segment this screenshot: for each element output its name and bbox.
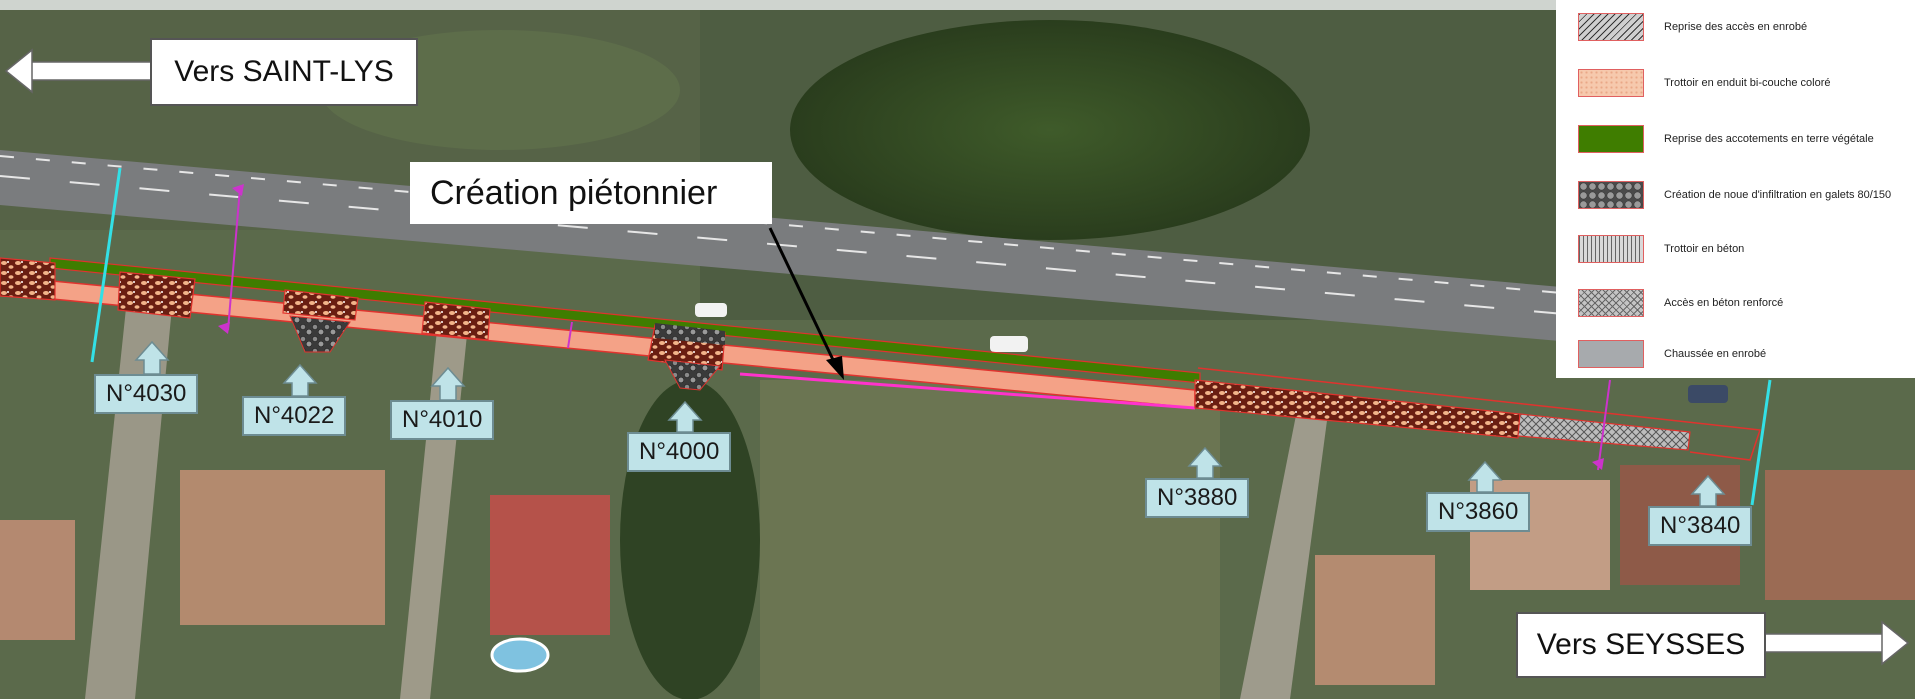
car [1688,385,1728,403]
network-marker [232,184,244,196]
direction-label-seysses: Vers SEYSSES [1516,612,1766,678]
access-gravel [421,301,491,341]
swale-pebbles [664,359,721,391]
field-lower [760,380,1220,699]
legend-item: Accès en béton renforcé [1578,288,1783,318]
pool [490,637,550,673]
legend-swatch-vertical-lines [1578,235,1644,263]
access-gravel [0,257,56,301]
car [695,303,727,317]
house-roof [180,470,385,625]
side-road [1240,395,1330,699]
legend-item: Reprise des accotements en terre végétal… [1578,124,1874,154]
tree-mass [790,20,1310,240]
house-number-label: N°4022 [242,396,347,436]
legend-label: Trottoir en enduit bi-couche coloré [1664,77,1831,89]
legend-swatch-pebbles [1578,181,1644,209]
legend-label: Reprise des accotements en terre végétal… [1664,133,1874,145]
legend-item: Trottoir en enduit bi-couche coloré [1578,68,1831,98]
network-marker [218,322,230,334]
swale-pebbles [289,315,351,353]
access-gravel [282,289,359,321]
legend-swatch-hatch [1578,13,1644,41]
network-marker [1592,458,1604,470]
legend-label: Reprise des accès en enrobé [1664,21,1808,33]
legend-panel: Reprise des accès en enrobé Trottoir en … [1556,0,1915,378]
house-number-label: N°4030 [94,374,199,414]
arrow-right-icon [1764,620,1910,666]
access-gravel [1194,379,1521,439]
swale-pebbles [655,323,725,345]
access-gravel [117,271,196,319]
house-number-label: N°4000 [627,432,732,472]
legend-swatch-crosshatch [1578,289,1644,317]
gully-line [739,372,1196,410]
legend-item: Reprise des accès en enrobé [1578,12,1807,42]
legend-item: Trottoir en béton [1578,234,1744,264]
house-roof [1765,470,1915,600]
house-number-label: N°3880 [1145,478,1250,518]
direction-label-saint-lys: Vers SAINT-LYS [150,38,418,106]
legend-label: Trottoir en béton [1664,243,1745,255]
house-number-label: N°4010 [390,400,495,440]
house-number-label: N°3840 [1648,506,1753,546]
legend-swatch-green [1578,125,1644,153]
network-line-magenta [567,321,573,349]
legend-swatch-grey [1578,340,1644,368]
arrow-left-icon [4,48,154,94]
works-outline [1197,367,1762,461]
callout-arrowhead [826,356,844,380]
network-line-cyan [1750,379,1772,506]
house-roof [1315,555,1435,685]
callout-leader-line [768,227,838,367]
house-roof [490,495,610,635]
house-roof [0,520,75,640]
legend-swatch-salmon [1578,69,1644,97]
network-line-magenta [1597,379,1611,471]
legend-label: Création de noue d'infiltration en galet… [1664,189,1892,201]
road-edge-line [0,155,1915,325]
legend-item: Chaussée en enrobé [1578,339,1766,369]
legend-label: Chaussée en enrobé [1664,348,1767,360]
legend-item: Création de noue d'infiltration en galet… [1578,180,1891,210]
top-haze [0,0,1600,10]
legend-label: Accès en béton renforcé [1664,297,1784,309]
house-number-label: N°3860 [1426,492,1531,532]
callout-pedestrian-creation: Création piétonnier [410,162,772,224]
network-line-magenta [227,187,241,331]
car [990,336,1028,352]
network-line-cyan [90,167,122,363]
